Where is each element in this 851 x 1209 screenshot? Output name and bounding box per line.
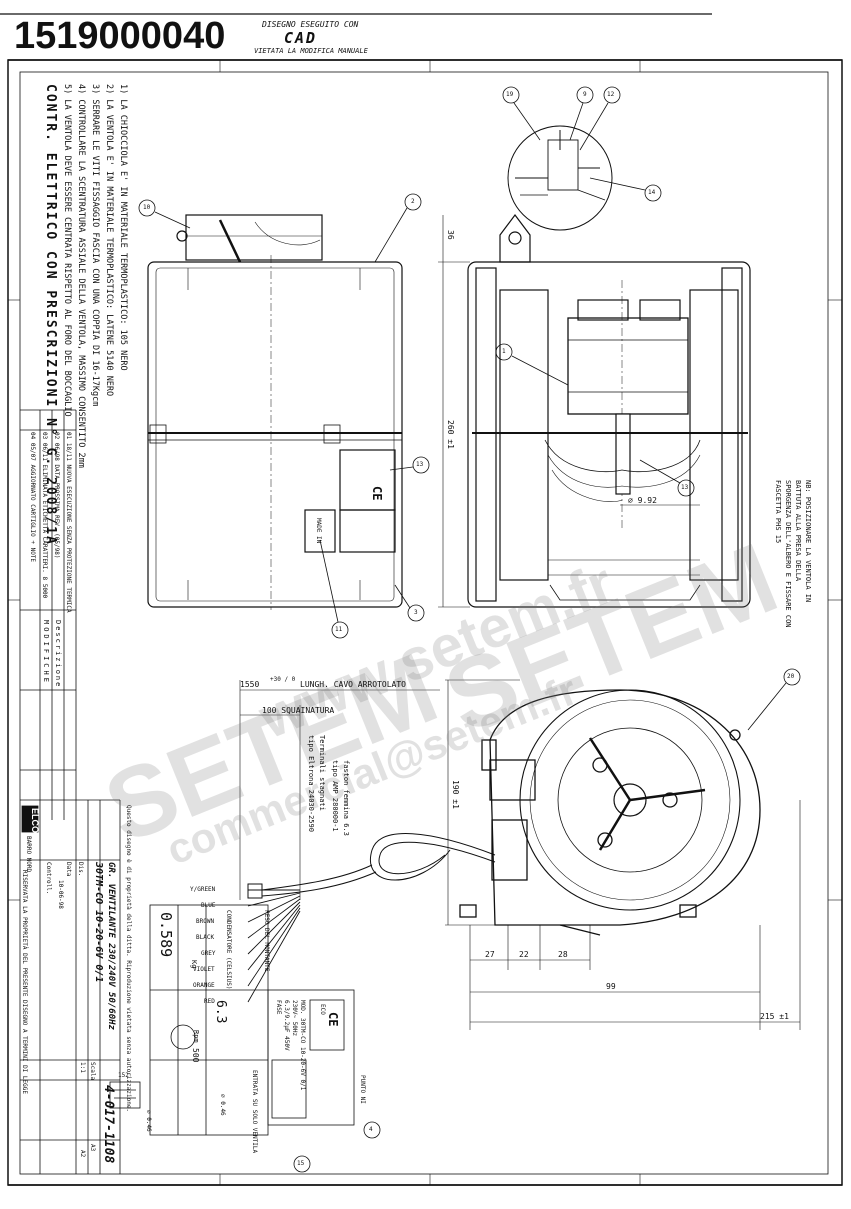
callout-19: 19: [506, 91, 514, 98]
dim-27: 27: [485, 950, 495, 959]
date-label: Data: [65, 862, 72, 877]
rpm-value: 500: [191, 1048, 200, 1063]
drawing-title-2: 30TM-CO 10-20-6V 0/1: [93, 862, 104, 983]
dim-cable-tolerance: +30 / 0: [270, 676, 296, 683]
company-subtitle: BARRO NORD: [25, 836, 32, 873]
wire-color-orange: ORANGE: [193, 982, 215, 989]
callout-14: 14: [648, 189, 656, 196]
dim-36: 36: [446, 230, 455, 240]
condenser-value: 6.3: [213, 1000, 228, 1024]
drawing-code: 4-017-1108: [101, 1085, 116, 1164]
wire-color-ygreen: Y/GREEN: [190, 886, 216, 893]
peso-unit: Kg: [190, 960, 198, 969]
dim-strip: 100 SQUAINATURA: [262, 706, 335, 715]
cad-drawn-label: DISEGNO ESEGUITO CON: [262, 20, 359, 29]
wire-color-black: BLACK: [196, 934, 215, 941]
wire-color-violet: VIOLET: [193, 966, 215, 973]
callout-13a: 13: [416, 461, 424, 468]
callout-1: 1: [502, 348, 506, 355]
callout-4: 4: [369, 1126, 373, 1133]
dim-cable-length: 1550: [240, 680, 260, 689]
inlet-label: ENTRATA SU SOLO VENTILA: [251, 1070, 258, 1154]
revision-3: 03 06/11 ELIMINATA ETICHETTA CARATTERI. …: [41, 432, 48, 599]
positioning-note-3: SPORGENZA DELL'ALBERO E FISSARE CON: [784, 480, 792, 628]
dim-28: 28: [558, 950, 568, 959]
plate-rating-3: 6.3/9.2µF 450V: [283, 1000, 290, 1051]
drawn-label: Dis.: [77, 862, 84, 877]
note-3: 3) SERRARE LE VITI FISSAGGIO FASCIA CON …: [90, 84, 100, 407]
drawing-title-1: GR. VENTILANTE 230/240V 50/60Hz: [106, 862, 116, 1030]
callout-12: 12: [607, 91, 615, 98]
wire-color-blue: BLUE: [201, 902, 216, 909]
revision-4: 04 05/07 AGGIORNATO CARTIGLIO + NOTE: [29, 432, 36, 563]
faston-line-1: faston femmina 6.3: [342, 760, 350, 836]
cad-forbidden-label: VIETATA LA MODIFICA MANUALE: [254, 47, 368, 55]
positioning-note-1: NB: POSIZIONARE LA VENTOLA IN: [804, 480, 812, 603]
sheet-label: A2: [79, 1150, 86, 1158]
wire-color-grey: GREY: [201, 950, 216, 957]
terminals-line-1: Terminali stagnati: [318, 735, 326, 811]
made-in-label: MADE IN: [315, 518, 322, 544]
dim-260: 260 ±1: [446, 420, 455, 449]
plate-rating-2: 230V~ 50Hz: [291, 1000, 298, 1037]
dim-9-92: ∅ 9.92: [628, 496, 657, 505]
callout-9: 9: [583, 91, 587, 98]
numbered-plate: PUNTO NI: [359, 1075, 366, 1104]
callout-2: 2: [411, 198, 415, 205]
scale-label: Scala: [89, 1062, 96, 1081]
plate-model: ECO: [319, 1004, 326, 1015]
dim-215: 215 ±1: [760, 1012, 789, 1021]
dim-0-46-a: ∅ 0.46: [219, 1094, 226, 1116]
note-5: 5) LA VENTOLA DEVE ESSERE CENTRATA RISPE…: [62, 84, 72, 417]
legal-text: RISERVATA LA PROPRIETÀ DEL PRESENTE DISE…: [21, 870, 28, 1094]
dim-22: 22: [519, 950, 529, 959]
callout-10: 10: [143, 204, 151, 211]
company-logo: ELCO: [30, 808, 40, 834]
callout-11: 11: [335, 626, 343, 633]
terminals-line-2: tipo Eltrona 24030-2590: [307, 735, 315, 832]
document-number: 1519000040: [14, 15, 226, 57]
dim-99: 99: [606, 982, 616, 991]
wire-color-brown: BROWN: [196, 918, 215, 925]
callout-13b: 13: [681, 484, 689, 491]
dim-cable-label: LUNGH. CAVO ARROTOLATO: [300, 680, 406, 689]
remark-text: Questo disegno è di proprietà della ditt…: [125, 805, 132, 1113]
callout-3: 3: [414, 609, 418, 616]
callout-15: 15: [297, 1160, 305, 1167]
revision-1: 01 18/11 NUOVA ESECUZIONE SENZA PROTEZIO…: [65, 432, 72, 613]
rpm-label: Rpm: [192, 1030, 200, 1043]
peso-label: PESO DEL MONTANTE: [263, 910, 270, 972]
format-label: A3: [89, 1144, 96, 1152]
condenser-label: CONDENSATORE (CELSIUS): [225, 910, 232, 990]
checked-label: Controll.: [45, 862, 52, 895]
note-1: 1) LA CHIOCCIOLA E' IN MATERIALE TERMOPL…: [118, 84, 128, 371]
date-value: 10-06-98: [57, 880, 64, 909]
wire-color-red: RED: [204, 998, 215, 1005]
cad-label: CAD: [284, 29, 318, 47]
faston-line-2: tipo AMP 280000-1: [331, 760, 339, 832]
ce-mark-body: CE: [370, 486, 384, 501]
positioning-note-4: FASCETTA PHS 15: [774, 480, 782, 544]
ce-mark-plate: CE: [326, 1012, 340, 1027]
revisions-description-label: Descrizione: [54, 620, 62, 689]
positioning-note-2: BATTUTA ALLA PRESA DELLA: [794, 480, 802, 582]
revision-2: 02 06/98 DATA PROSSIMA REV. (05/98): [53, 432, 60, 559]
peso-value: 0.589: [157, 912, 175, 958]
plate-rating-1: MOD. 30TM-CO 10-20-6V 0/1: [299, 1000, 306, 1091]
callout-20: 20: [787, 673, 795, 680]
scale-value: 1:1: [79, 1062, 86, 1073]
note-2: 2) LA VENTOLA E' IN MATERIALE TERMOPLAST…: [104, 84, 114, 397]
dim-190: 190 ±1: [451, 780, 460, 809]
plate-fase: FASE: [275, 1000, 282, 1015]
note-4: 4) CONTROLLARE LA SCENTRATURA ASSIALE DE…: [76, 84, 86, 468]
revisions-title: MODIFICHE: [42, 620, 50, 685]
dim-152: 152: [118, 1072, 129, 1079]
dim-0-46-b: ∅ 0.46: [145, 1110, 152, 1132]
